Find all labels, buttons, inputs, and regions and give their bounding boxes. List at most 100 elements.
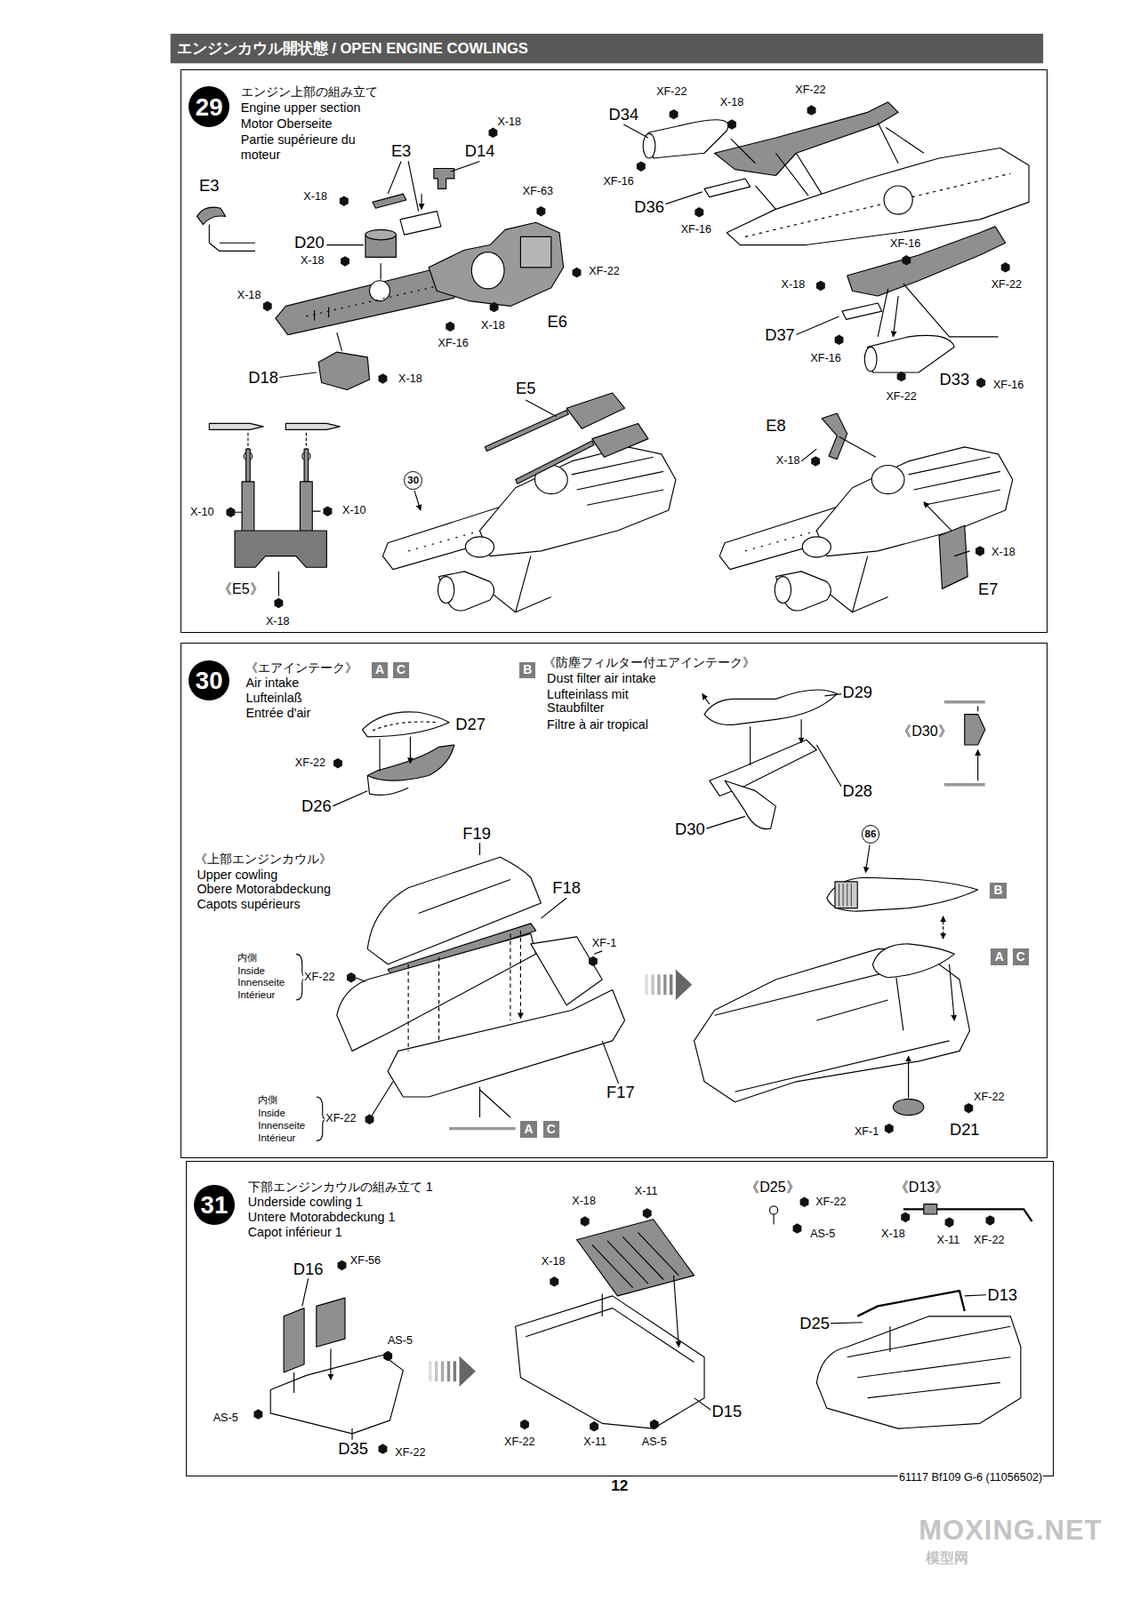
version-tag: A [371,662,388,679]
step-number-text: 30 [195,668,224,694]
paint-code: XF-22 [794,84,827,97]
part-number: E5 [514,379,537,398]
version-tag: A [990,948,1007,965]
paint-code: XF-22 [972,1091,1005,1105]
heading-text: Engine upper section [240,100,378,117]
paint-code: XF-16 [889,239,922,252]
step-number: 30 [188,660,230,702]
instruction-text: Obere Motorabdeckung [195,883,332,898]
part-number: E3 [390,142,412,161]
instruction-text: Inside [256,1107,287,1120]
paint-code: X-18 [990,546,1017,560]
step-heading: 下部エンジンカウルの組み立て 1Underside cowling 1Unter… [248,1180,434,1242]
paint-code: X-18 [236,289,263,303]
paint-code: X-18 [302,191,329,204]
step-panel: 下部エンジンカウルの組み立て 1Underside cowling 1Unter… [185,1161,1054,1478]
page-footer: 61117 Bf109 G-6 (11056502) [898,1472,1044,1486]
paint-code: XF-16 [436,337,469,351]
heading-text: 下部エンジンカウルの組み立て 1 [248,1180,434,1196]
part-number: D34 [608,104,641,123]
part-number: D25 [798,1315,831,1333]
paint-code: XF-22 [655,87,688,100]
part-number: D36 [633,198,666,217]
heading-text: Partie supérieure du moteur [240,132,369,165]
paint-code: X-18 [480,320,506,333]
instruction-text: Lufteinlass mit Staubfilter [545,688,666,717]
paint-code: XF-56 [349,1255,382,1269]
instruction-text: Intérieur [256,1132,297,1145]
paint-code: XF-16 [809,353,842,366]
part-number: D16 [292,1260,325,1279]
part-number: F18 [551,879,582,898]
instruction-text: Innenseite [236,977,286,989]
instruction-text: Intérieur [236,989,276,1002]
instruction-text: 《防塵フィルター付エアインテーク》 [542,656,756,671]
heading-text: Lufteinlaß [245,690,358,707]
step-number: 29 [188,86,230,128]
paint-code: XF-16 [992,379,1025,393]
paint-code: XF-22 [303,971,336,985]
paint-code: X-18 [397,373,424,386]
watermark: MOXING.NET [918,1516,1102,1547]
paint-code: AS-5 [386,1336,414,1349]
paint-code: X-11 [634,1186,659,1199]
version-tag: A [520,1121,537,1138]
paint-code: AS-5 [641,1437,668,1450]
version-tag-text: C [546,1123,556,1137]
part-number: D29 [841,683,874,702]
paint-code: X-18 [540,1256,567,1269]
step-panel: エンジン上部の組み立てEngine upper sectionMotor Obe… [180,69,1048,634]
part-number: D26 [300,797,333,816]
paint-code: X-18 [880,1228,907,1242]
part-number: E8 [764,417,787,435]
page-title: エンジンカウル開状態 / OPEN ENGINE COWLINGS [176,39,529,59]
part-number: D33 [938,370,971,389]
step-heading: 《エアインテーク》Air intakeLufteinlaßEntrée d'ai… [245,660,358,723]
part-number: D13 [986,1286,1019,1305]
instruction-text: Dust filter air intake [545,673,658,688]
instruction-text: Filtre à air tropical [545,718,650,733]
detail-title: 《E5》 [216,582,265,599]
part-number: D15 [710,1402,743,1421]
paint-code: X-18 [570,1196,597,1209]
paint-code: XF-22 [324,1113,357,1126]
version-tag: C [1012,948,1029,965]
heading-text: Capot inférieur 1 [248,1225,434,1241]
instruction-text: Capots supérieurs [195,898,301,913]
version-tag: C [543,1121,560,1138]
paint-code: X-11 [936,1235,962,1248]
heading-text: 《エアインテーク》 [245,660,358,676]
detail-title: 《D30》 [896,723,953,740]
paint-code: X-11 [582,1437,608,1450]
paint-code: XF-63 [521,185,554,199]
paint-code: XF-22 [294,757,327,771]
paint-code: XF-1 [853,1126,880,1140]
instruction-text: Inside [236,964,266,977]
version-tag-text: A [375,664,385,677]
paint-code: XF-22 [990,279,1023,292]
paint-code: XF-1 [591,938,618,951]
part-number: D37 [763,325,796,344]
watermark: 模型网 [925,1550,969,1567]
detail-title: 《D13》 [893,1180,950,1197]
version-tag-text: B [993,884,1003,898]
paint-code: XF-16 [680,224,713,237]
instruction-text: 内側 [236,951,258,964]
instruction-text: Innenseite [256,1120,306,1132]
instruction-text: 内側 [256,1094,279,1107]
version-tag-text: A [995,951,1004,964]
paint-code: XF-22 [884,391,917,404]
heading-text: Air intake [245,675,358,691]
paint-code: XF-22 [393,1447,426,1461]
part-number: D21 [948,1121,981,1140]
part-number: D14 [464,142,497,161]
callout-number: 30 [403,471,423,490]
part-number: E7 [977,580,999,599]
part-number: D30 [674,820,707,839]
paint-code: X-18 [299,255,326,268]
step-heading: エンジン上部の組み立てEngine upper sectionMotor Obe… [240,84,378,164]
step-number-text: 31 [200,1193,229,1219]
version-tag: B [989,883,1006,900]
version-tag-text: C [396,664,406,677]
